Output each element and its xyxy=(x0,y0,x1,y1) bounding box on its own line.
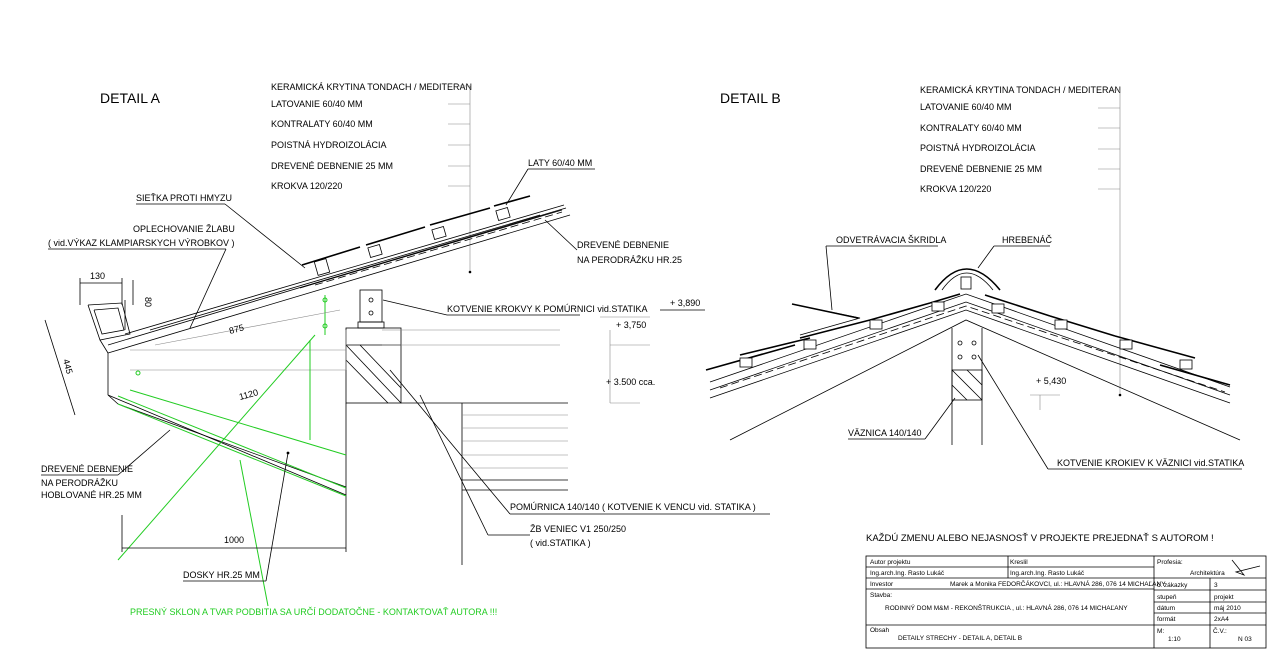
label-oplech-2: ( vid.VÝKAZ KLAMPIARSKYCH VÝROBKOV ) xyxy=(48,238,235,248)
label-kotvenie-krokvy: KOTVENIE KROKVY K POMÚRNICI vid.STATIKA xyxy=(447,304,648,314)
detail-a-layer-5: DREVENÉ DEBNENIE 25 MM xyxy=(271,161,393,171)
detail-a-layer-labels: KERAMICKÁ KRYTINA TONDACH / MEDITERAN LA… xyxy=(271,82,472,191)
detail-b-layer-6: KROKVA 120/220 xyxy=(920,184,991,194)
label-debnenie-1: DREVENÉ DEBNENIE xyxy=(577,240,669,250)
label-veniec-2: ( vid.STATIKA ) xyxy=(530,538,591,548)
green-note: PRESNÝ SKLON A TVAR PODBITIA SA URČÍ DOD… xyxy=(130,607,497,617)
label-hrebenac: HREBENÁČ xyxy=(1002,235,1053,245)
tb-autor-label: Autor projektu xyxy=(870,559,911,566)
detail-b-layer-leader xyxy=(1098,89,1122,397)
detail-a-roof-layers xyxy=(107,204,571,500)
tb-profesia-label: Profesia: xyxy=(1157,559,1183,566)
tb-mierka-label: M: xyxy=(1157,628,1164,635)
label-oplech-1: OPLECHOVANIE ŽLABU xyxy=(133,224,235,234)
detail-b-layer-3: KONTRALATY 60/40 MM xyxy=(920,123,1022,133)
tb-stupen-label: stupeň xyxy=(1157,594,1177,601)
dim-875: 875 xyxy=(228,322,245,336)
label-podbitie-1: DREVENÉ DEBNENIE xyxy=(41,464,133,474)
label-sietka: SIEŤKA PROTI HMYZU xyxy=(136,193,232,203)
dim-130: 130 xyxy=(90,271,105,281)
detail-b-layer-5: DREVENÉ DEBNENIE 25 MM xyxy=(920,164,1042,174)
detail-b-layer-1: KERAMICKÁ KRYTINA TONDACH / MEDITERAN xyxy=(920,85,1121,95)
detail-a-title: DETAIL A xyxy=(100,90,161,106)
tb-stupen-value: projekt xyxy=(1214,594,1234,601)
dim-445: 445 xyxy=(61,358,75,375)
detail-a-dimensions: 130 80 445 875 1120 1000 xyxy=(44,271,347,552)
detail-b-layer-2: LATOVANIE 60/40 MM xyxy=(920,102,1012,112)
tb-autor-value: Ing.arch.Ing. Rasto Lukáč xyxy=(870,570,945,577)
tb-zakazka-value: 3 xyxy=(1214,582,1218,589)
label-odvetravacia: ODVETRÁVACIA ŠKRIDLA xyxy=(836,235,946,245)
tb-format-label: formát xyxy=(1157,616,1176,623)
label-kotvenie-krokiev: KOTVENIE KROKIEV K VÄZNICI vid.STATIKA xyxy=(1057,458,1244,468)
detail-b-layer-labels: KERAMICKÁ KRYTINA TONDACH / MEDITERAN LA… xyxy=(920,85,1121,194)
tb-format-value: 2xA4 xyxy=(1214,616,1229,623)
detail-b-roof-layers xyxy=(705,268,1241,441)
tb-mierka-value: 1:10 xyxy=(1168,636,1181,643)
tb-investor-value: Marek a Monika FEDORČÁKOVCI, ul.: HLAVNÁ… xyxy=(950,579,1166,588)
tb-kreslil-label: Kreslil xyxy=(1010,559,1028,566)
detail-a-layer-3: KONTRALATY 60/40 MM xyxy=(271,119,373,129)
detail-b-layer-4: POISTNÁ HYDROIZOLÁCIA xyxy=(920,143,1036,153)
label-laty: LATY 60/40 MM xyxy=(528,158,592,168)
detail-a-layer-6: KROKVA 120/220 xyxy=(271,181,342,191)
level-3890: + 3,890 xyxy=(670,298,700,308)
label-dosky: DOSKY HR.25 MM xyxy=(183,570,260,580)
author-signature-icon xyxy=(1231,559,1261,576)
level-5430: + 5,430 xyxy=(1036,376,1066,386)
label-debnenie-2: NA PERODRÁŽKU HR.25 xyxy=(577,255,682,265)
tb-stavba-label: Stavba: xyxy=(870,592,892,599)
detail-a-green-soffit xyxy=(117,295,347,607)
level-3750: + 3,750 xyxy=(616,320,646,330)
level-3500: + 3.500 cca. xyxy=(606,377,655,387)
detail-a-layer-leader xyxy=(448,85,472,274)
label-podbitie-2: NA PERODRÁŽKU xyxy=(41,478,118,488)
dim-1000: 1000 xyxy=(224,535,244,545)
detail-a-gutter xyxy=(87,300,131,354)
tb-datum-value: máj 2010 xyxy=(1214,605,1241,612)
tb-cv-label: Č.V.: xyxy=(1213,626,1227,635)
detail-b-title: DETAIL B xyxy=(720,90,781,106)
detail-a-annotations: SIEŤKA PROTI HMYZU OPLECHOVANIE ŽLABU ( … xyxy=(41,158,770,617)
title-block: Autor projektu Kreslil Ing.arch.Ing. Ras… xyxy=(865,555,1267,649)
label-vaznica: VÄZNICA 140/140 xyxy=(848,428,922,438)
tb-datum-label: dátum xyxy=(1157,605,1175,612)
tb-stavba-value: RODINNÝ DOM M&M - REKONŠTRUKCIA , ul.: H… xyxy=(885,603,1128,612)
detail-b-structure xyxy=(951,328,1060,445)
author-note: KAŽDÚ ZMENU ALEBO NEJASNOSŤ V PROJEKTE P… xyxy=(866,533,1214,544)
tb-profesia-value: Architektúra xyxy=(1190,570,1225,577)
detail-a-layer-2: LATOVANIE 60/40 MM xyxy=(271,99,363,109)
label-veniec-1: ŽB VENIEC V1 250/250 xyxy=(530,524,626,534)
label-podbitie-3: HOBLOVANÉ HR.25 MM xyxy=(41,490,142,500)
detail-a-structure xyxy=(130,289,650,565)
tb-zakazka-label: č. zákazky xyxy=(1157,582,1188,589)
tb-investor-label: Investor xyxy=(870,581,894,588)
dim-80: 80 xyxy=(143,297,153,307)
detail-b-annotations: ODVETRÁVACIA ŠKRIDLA HREBENÁČ + 5,430 VÄ… xyxy=(825,235,1244,470)
detail-a-layer-1: KERAMICKÁ KRYTINA TONDACH / MEDITERAN xyxy=(271,82,472,92)
dim-1120: 1120 xyxy=(238,387,259,402)
detail-a-roof-tiles xyxy=(301,195,531,276)
tb-obsah-value: DETAILY STRECHY - DETAIL A, DETAIL B xyxy=(898,635,1022,642)
tb-kreslil-value: Ing.arch.Ing. Rasto Lukáč xyxy=(1010,570,1085,577)
label-pomurnica: POMÚRNICA 140/140 ( KOTVENIE K VENCU vid… xyxy=(510,502,756,512)
tb-cv-value: N 03 xyxy=(1238,636,1252,643)
tb-obsah-label: Obsah xyxy=(870,627,890,634)
detail-a-layer-4: POISTNÁ HYDROIZOLÁCIA xyxy=(271,140,387,150)
